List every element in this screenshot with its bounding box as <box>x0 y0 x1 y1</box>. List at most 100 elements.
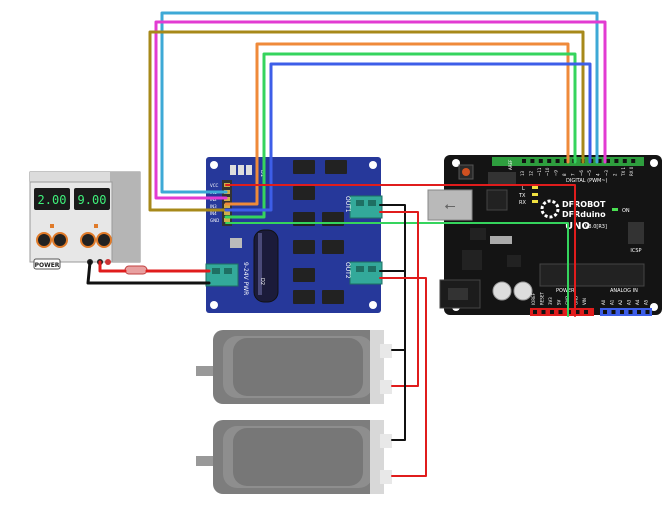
driver-pin <box>224 211 230 215</box>
digital-pin <box>622 159 627 163</box>
psu-power-label: POWER <box>35 262 60 269</box>
driver-terminal-out1: OUT1 <box>344 195 383 219</box>
analog-pin <box>620 310 624 314</box>
power-pin <box>533 310 537 314</box>
analog-pin <box>603 310 607 314</box>
psu-display-left <box>34 188 70 210</box>
driver-pin-label: IN3 <box>210 204 217 209</box>
analog-header-label: ANALOG IN <box>610 288 638 294</box>
usb-port <box>427 189 473 221</box>
usb-icon: ⭠ <box>444 198 455 214</box>
driver-pin-label: IN4 <box>210 211 217 216</box>
digital-pin-label: ~9 <box>554 170 559 176</box>
dc-motor-1 <box>196 330 392 404</box>
digital-pin-label: ~10 <box>545 167 550 176</box>
analog-pin-label: A1 <box>610 299 615 305</box>
power-pin <box>541 310 546 314</box>
digital-pin-label: 7 <box>570 173 575 176</box>
driver-terminal-power: 9-24V PWR <box>205 262 249 295</box>
led-label-tx: TX <box>518 193 526 199</box>
digital-pin-label: 2 <box>612 173 617 176</box>
digital-pin-label: RX 0 <box>629 166 634 176</box>
psu-display-right-value: 9.00 <box>78 193 107 207</box>
arduino-uno-board: ⭠ DFROBOT DFRduino UNO V3.0[R3] L TX RX … <box>427 155 662 316</box>
psu-display-left-value: 2.00 <box>38 193 67 207</box>
gear-logo-icon <box>540 199 560 219</box>
power-pin <box>584 310 588 314</box>
psu-knob-current-left[interactable] <box>52 232 68 248</box>
psu-knob-voltage-right[interactable] <box>80 232 96 248</box>
wire-green <box>224 52 577 219</box>
digital-pin-label: 13 <box>520 170 525 176</box>
analog-pin <box>645 310 650 314</box>
digital-pin-label: 12 <box>528 170 533 176</box>
digital-pin-label: ~3 <box>604 170 609 176</box>
wire-in1-cyan <box>160 11 599 194</box>
driver-pin-label: GND <box>210 218 219 223</box>
analog-pin-label: A2 <box>618 299 623 305</box>
power-pin-label: 3V3 <box>548 297 553 305</box>
led-label-l: L <box>522 186 525 192</box>
wire-in3-olive <box>148 30 585 212</box>
digital-pin-label: 4 <box>596 173 601 176</box>
digital-pin-label: ~5 <box>587 170 592 176</box>
wire-m1-red <box>379 211 419 387</box>
digital-pin <box>538 159 543 163</box>
icsp-label: ICSP <box>630 248 641 254</box>
driver-terminal-power-label: 9-24V PWR <box>242 262 249 295</box>
brand-line1: DFROBOT <box>562 200 606 209</box>
digital-pin <box>606 159 610 163</box>
power-pin-label: RESET <box>540 292 545 305</box>
power-pin-label: IOREF <box>531 292 536 305</box>
aref-label: AREF <box>508 159 513 170</box>
digital-pin <box>597 159 602 163</box>
digital-pin-label: ~6 <box>579 170 584 176</box>
wire-in2-magenta <box>154 20 607 200</box>
wires <box>86 11 607 477</box>
analog-pin <box>637 310 641 314</box>
digital-pin <box>631 159 636 163</box>
brand-line2: DFRduino <box>562 210 606 219</box>
driver-label-d2: D2 <box>259 278 265 285</box>
digital-pin <box>547 159 552 163</box>
led-label-rx: RX <box>519 200 526 206</box>
wire-psu-red-a <box>98 260 127 273</box>
wire-gnd-green <box>225 222 569 317</box>
digital-pin <box>555 159 560 163</box>
power-pin <box>558 310 563 314</box>
psu-knob-voltage-left[interactable] <box>36 232 52 248</box>
wire-vcc-red <box>225 184 576 317</box>
digital-pin <box>614 159 619 163</box>
wire-m2-red <box>379 277 427 477</box>
driver-label-d1: D1 <box>259 170 265 177</box>
board-version: V3.0[R3] <box>585 224 607 230</box>
digital-pin-label: 8 <box>562 173 567 176</box>
icsp-header <box>628 222 644 244</box>
wire-m2-black <box>379 270 406 441</box>
atmega-chip <box>539 263 645 287</box>
psu-display-right <box>74 188 110 210</box>
usb-chip <box>486 189 508 211</box>
status-leds: L TX RX <box>518 186 538 206</box>
analog-pin-label: A5 <box>644 299 649 305</box>
dc-motor-2 <box>196 420 392 494</box>
driver-terminal-out2-label: OUT2 <box>344 262 351 279</box>
inline-fuse <box>124 265 148 275</box>
driver-pin <box>224 218 230 222</box>
wire-psu-black <box>86 260 211 285</box>
power-pin-label: VIN <box>582 298 587 305</box>
digital-pin <box>530 159 535 163</box>
board-model: UNO <box>565 221 590 232</box>
psu-power-button[interactable] <box>33 258 61 270</box>
psu-knob-current-right[interactable] <box>96 232 112 248</box>
digital-pin <box>564 159 568 163</box>
bench-power-supply: 2.00 9.00 POWER <box>29 171 141 270</box>
power-header-label: POWER <box>556 288 575 294</box>
driver-terminal-out2: OUT2 <box>344 261 383 285</box>
power-pin <box>575 310 580 314</box>
analog-pin <box>611 310 616 314</box>
analog-pin-label: A3 <box>627 299 632 305</box>
digital-pin-label: ~11 <box>537 167 542 176</box>
